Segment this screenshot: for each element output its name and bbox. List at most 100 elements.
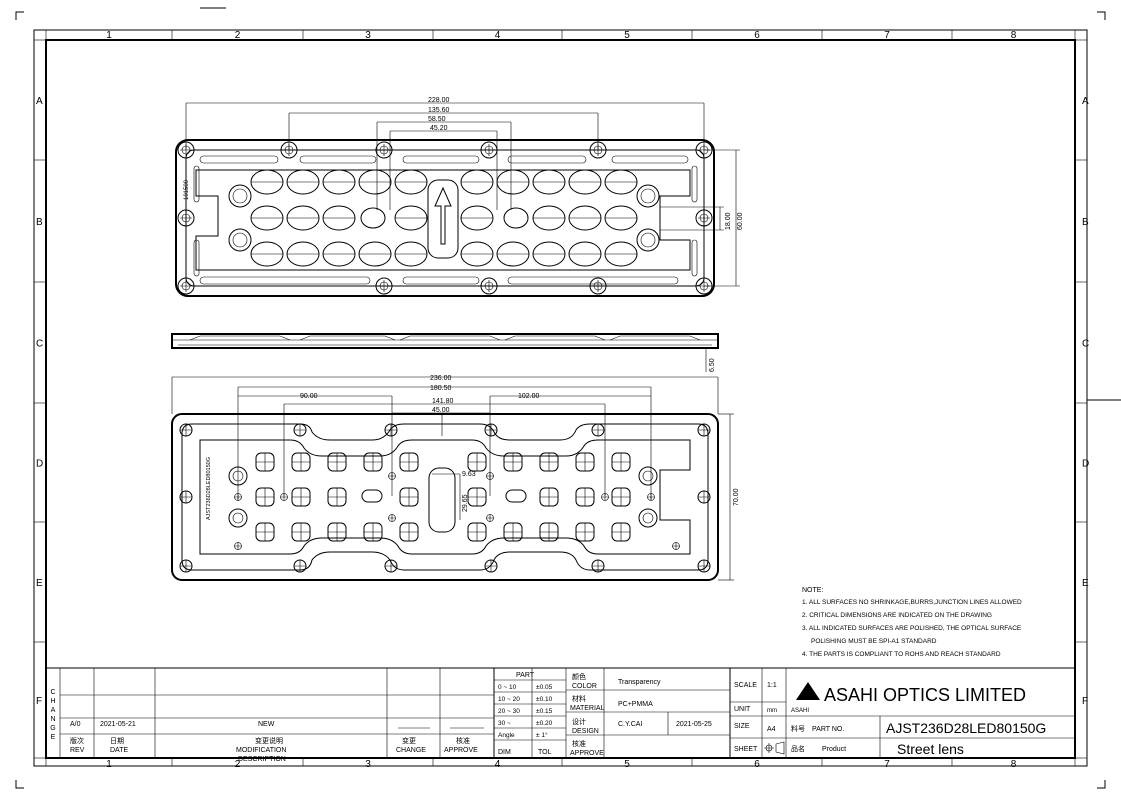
col-label-4-bottom: 4 [495,759,501,770]
bot-dim-45: 45.00 [432,407,450,414]
lbl-design-cn: 设计 [572,717,586,726]
bot-dim-70: 70.00 [733,488,740,506]
val-scale: 1:1 [767,682,777,689]
bottom-view: AJST236D28LED80150G 236.00 180.50 90.00 … [171,375,740,581]
rev-value: A/0 [70,721,81,728]
bot-dim-141: 141.80 [432,398,454,405]
top-mount-hole [177,277,195,295]
lbl-color: COLOR [572,683,597,690]
top-side-slot [193,239,200,277]
top-dim-60: 60.00 [737,212,744,230]
row-label-F-right: F [1082,696,1088,707]
val-product: Street lens [897,741,964,757]
change-letter: N [50,716,55,723]
tol-dim: DIM [498,749,511,756]
top-rib-slot [402,155,480,164]
col-label-8-top: 8 [1011,30,1017,41]
top-locating-hole [228,184,252,208]
title-block: CHANGE A/0 2021-05-21 NEW 版次 REV 日期 DATE… [45,667,1076,763]
rev-date: 2021-05-21 [100,721,136,728]
top-dim-18: 18.00 [725,212,732,230]
lbl-size: SIZE [734,723,750,730]
top-rib-slot [199,276,371,285]
tol-value: ±0.20 [536,720,553,727]
row-label-C-right: C [1082,339,1089,350]
change-letter: H [50,698,55,705]
col-label-5-top: 5 [624,30,630,41]
top-rib-slot [507,155,587,164]
top-locating-hole [636,184,660,208]
lbl-color-cn: 颜色 [572,672,586,681]
top-rib-slot [507,276,679,285]
row-label-E-right: E [1082,578,1089,589]
notes: NOTE: 1. ALL SURFACES NO SHRINKAGE,BURRS… [802,587,1022,658]
bot-dim-90: 90.00 [300,393,318,400]
top-mount-hole [375,141,393,159]
top-side-slot [691,165,698,203]
top-rib-slot [402,276,480,285]
tol-part: PART [516,672,535,679]
top-side-slot [691,239,698,277]
col-label-7-top: 7 [884,30,890,41]
val-material: PC+PMMA [618,701,653,708]
lbl-partno: PART NO. [812,726,844,733]
lbl-product-cn: 品名 [791,744,805,753]
top-locating-hole [636,228,660,252]
lbl-design: DESIGN [572,728,599,735]
col-label-2-bottom: 2 [235,759,241,770]
change-letter: C [50,689,55,696]
top-rib-slot [199,155,279,164]
company-name: ASAHI OPTICS LIMITED [824,685,1026,705]
val-designer: C.Y.CAI [618,721,642,728]
row-label-A-right: A [1082,96,1089,107]
top-view: 101500 228.00 135.60 58.50 45.20 18.00 [175,97,744,297]
tol-tol: TOL [538,749,552,756]
lbl-sheet: SHEET [734,746,758,753]
col-label-3-top: 3 [365,30,371,41]
top-mount-hole [589,277,607,295]
bot-dim-102: 102.00 [518,393,540,400]
col-label-5-bottom: 5 [624,759,630,770]
bot-dim-963: 9.63 [462,471,476,478]
lbl-material-cn: 材料 [572,694,586,703]
tol-value: ± 1° [536,731,548,739]
hdr-change: CHANGE [396,747,426,754]
row-label-E-left: E [36,578,43,589]
projection-symbol-icon [764,741,785,755]
col-label-1-bottom: 1 [106,759,112,770]
val-partno: AJST236D28LED80150G [886,720,1046,736]
note-4: 4. THE PARTS IS COMPLIANT TO ROHS AND RE… [802,651,1001,658]
col-label-2-top: 2 [235,30,241,41]
col-label-1-top: 1 [106,30,112,41]
lbl-approve-cn: 核准 [572,739,586,748]
side-view: 6.50 [171,333,719,372]
top-locating-hole [228,228,252,252]
col-label-8-bottom: 8 [1011,759,1017,770]
tol-value: ±0.10 [536,696,553,703]
tol-range: 10 ~ 20 [498,696,520,703]
col-label-6-top: 6 [754,30,760,41]
tol-range: 30 ~ [498,720,511,727]
row-label-A-left: A [36,96,43,107]
bot-dim-236: 236.00 [430,375,452,382]
hdr-mod2: DESCRIPTION [238,756,286,763]
bottom-side-text: AJST236D28LED80150G [206,457,212,520]
bottom-dimensions: 236.00 180.50 90.00 102.00 141.80 45.00 … [171,375,740,581]
top-dim-228: 228.00 [428,97,450,104]
lbl-unit: UNIT [734,706,751,713]
top-mount-hole [177,209,195,227]
hdr-mod: MODIFICATION [236,747,286,754]
side-dim-thickness: 6.50 [709,358,716,372]
tol-value: ±0.05 [536,684,553,691]
change-letter: A [51,707,56,714]
val-color: Transparency [618,679,661,686]
lbl-material: MATERIAL [570,705,605,712]
top-mount-hole [480,277,498,295]
bot-dim-180: 180.50 [430,385,452,392]
hdr-approve-cn: 核准 [456,736,470,745]
val-design-date: 2021-05-25 [676,721,712,728]
top-rib-slot [299,155,377,164]
top-side-slot [193,165,200,203]
